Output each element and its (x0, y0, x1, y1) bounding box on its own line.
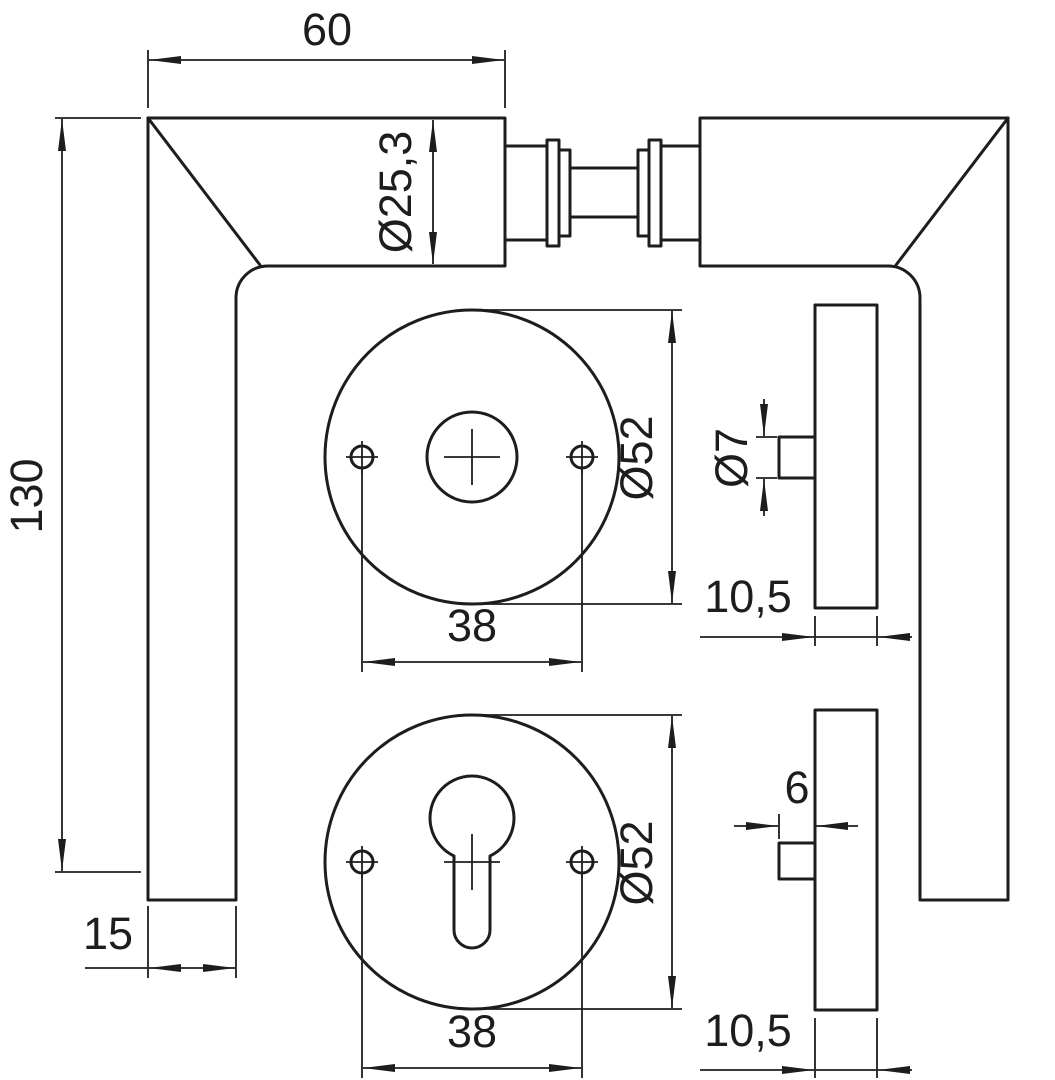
dim-boss-diameter: Ø7 (706, 399, 777, 516)
dim-grip-length: 60 (147, 4, 506, 108)
dim-label-handle-drop: 130 (1, 458, 52, 533)
dim-label-rose-diameter-top: Ø52 (611, 415, 662, 500)
dim-screw-spacing-bottom: 38 (361, 875, 583, 1078)
dim-label-grip-end-width: 15 (83, 908, 133, 959)
dim-label-rose-thickness-bottom: 10,5 (704, 1005, 792, 1056)
dim-rose-diameter-bottom: Ø52 (478, 714, 682, 1010)
dim-grip-end-width: 15 (83, 906, 237, 978)
rose-side-outline (813, 708, 879, 1012)
dim-label-rose-diameter-bottom: Ø52 (611, 820, 662, 905)
handle-hole (425, 410, 519, 504)
dim-rose-thickness-top: 10,5 (700, 571, 912, 646)
cylinder-boss (777, 841, 817, 881)
spindle-collar-right (659, 144, 702, 242)
spindle-step-right (636, 148, 651, 238)
rose-front-bottom (323, 713, 621, 1011)
spindle-collar-left (503, 144, 549, 242)
handle-right-taper-line (894, 116, 1010, 267)
spindle-assembly (503, 138, 702, 248)
dim-boss-width: 6 (734, 762, 858, 839)
handle-right-outline (698, 116, 1010, 902)
handle-left-taper-line (146, 116, 262, 267)
dim-grip-diameter: Ø25,3 (370, 120, 437, 264)
handle-right-view (698, 116, 1010, 902)
dim-label-boss-width: 6 (784, 762, 809, 813)
spindle-flange-right (647, 138, 663, 248)
spindle-step-left (557, 148, 572, 238)
dim-label-screw-spacing-top: 38 (447, 600, 497, 651)
euro-cylinder-cutout (428, 774, 516, 950)
rose-front-top (323, 308, 621, 606)
rose-outline (323, 713, 621, 1011)
dim-screw-spacing-top: 38 (361, 470, 583, 672)
dim-label-grip-diameter: Ø25,3 (370, 131, 421, 254)
handle-left-view (146, 116, 507, 902)
dim-handle-drop: 130 (1, 117, 141, 873)
dim-label-rose-thickness-top: 10,5 (704, 571, 792, 622)
handle-left-outline (146, 116, 507, 902)
dim-rose-diameter-top: Ø52 (478, 309, 682, 605)
rose-side-outline (813, 303, 879, 610)
dim-rose-thickness-bottom: 10,5 (700, 1005, 912, 1078)
dim-label-screw-spacing-bottom: 38 (447, 1006, 497, 1057)
dim-label-boss-diameter: Ø7 (706, 428, 757, 488)
rose-side-top (777, 303, 879, 610)
rose-side-bottom (777, 708, 879, 1012)
dim-label-grip-length: 60 (302, 4, 352, 55)
spindle-flange-left (545, 138, 561, 248)
spindle-boss (777, 435, 817, 480)
rose-outline (323, 308, 621, 606)
